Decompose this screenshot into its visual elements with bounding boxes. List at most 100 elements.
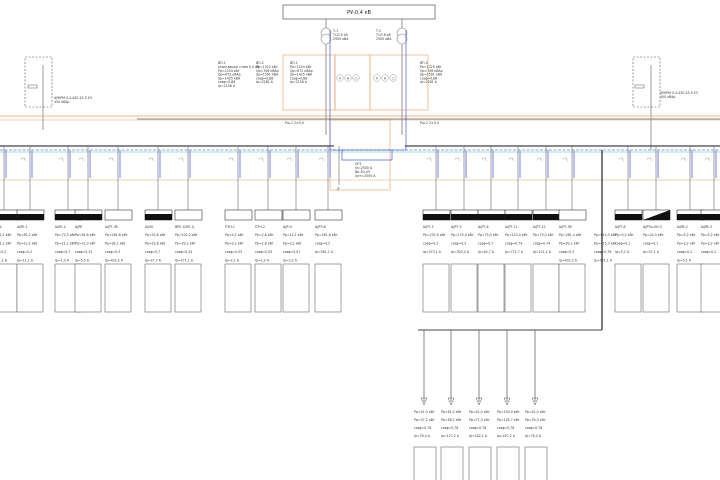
panel-param: Рр=110,0 кВт — [505, 233, 528, 237]
panel-fill — [0, 214, 18, 220]
panel-param: Рр=170,0 кВт — [451, 233, 474, 237]
panel-param: Iр=2,1 А — [225, 259, 240, 263]
panel-param: Iр=303,2 А — [451, 250, 470, 254]
info-block-name: ВП-1 — [290, 61, 298, 65]
panel-param: Iр=721,1 А — [594, 259, 613, 263]
panel-name: ЩРВ-2 — [677, 225, 688, 229]
capacitor-label: АУКРМ 0,4-450-25-5 У3 — [54, 96, 92, 100]
panel-param: cosφ=0,7 — [55, 250, 70, 254]
breaker-icon: ⌐╲ — [59, 157, 65, 161]
panel-param: Рр=3,2 кВт — [283, 242, 302, 246]
meter-icon — [336, 74, 344, 82]
panel-param: cosφ=0,3 — [559, 250, 574, 254]
breaker-icon: ⌐╲ — [455, 157, 461, 161]
panel-param: Рр=22,8 кВт — [145, 242, 166, 246]
panel-param: Iр=5,2 А — [615, 250, 630, 254]
load-box — [504, 263, 532, 313]
meters-cabinet — [334, 54, 371, 111]
panel-fill — [533, 214, 560, 220]
panel-name: ЩРТ-12 — [533, 225, 546, 229]
info-block-line: Iр=2281 А — [256, 80, 274, 84]
load-box — [477, 263, 505, 313]
panel-fill — [478, 214, 505, 220]
panel-param: cosφ=0,3 — [105, 250, 120, 254]
meter-label: A — [347, 76, 350, 80]
sub-feeder-param: Рр=71,3 кВт — [469, 418, 490, 422]
panel-fill — [55, 214, 82, 220]
panel-name: ЩРТ-6 — [478, 225, 489, 229]
meter-icon — [389, 74, 397, 82]
panel-param: Iр=402,2 А — [105, 259, 124, 263]
panel-param: Iр=771,7 А — [505, 250, 524, 254]
panel-param: Рр=2,2 кВт — [225, 242, 244, 246]
title-text: РУ-0,4 кВ — [347, 10, 371, 16]
panel-param: Iр=121,1 А — [533, 250, 552, 254]
panel-param: cosφ=0,07 — [283, 250, 300, 254]
panel-box — [104, 209, 133, 221]
panel-param: Рр=92,1 кВт — [559, 242, 580, 246]
load-box — [524, 446, 548, 480]
load-box — [174, 263, 202, 313]
panel-param: cosφ=0,1 — [615, 242, 630, 246]
transformer-name: Т-1 — [332, 29, 338, 33]
sub-feeder-param: cosφ=0,76 — [469, 426, 486, 430]
panel-param: Iр=1,0 А — [55, 259, 70, 263]
info-block-line: Рр=1325 кВт — [420, 65, 442, 69]
info-block-line: cosφ=0,88 — [420, 76, 437, 80]
load-box — [642, 263, 670, 313]
sectional-line: Iн=2500 А — [355, 166, 373, 170]
load-box — [700, 263, 720, 313]
panel-fill — [615, 214, 642, 220]
panel-param: Рр=261,4 кВт — [559, 233, 582, 237]
load-box — [468, 446, 492, 480]
panel-param: Рр=52,8 кВт — [145, 233, 166, 237]
sub-feeder-param: cosφ=0,76 — [525, 426, 542, 430]
ground-icon: ⏚ — [336, 186, 340, 191]
panel-box — [224, 209, 253, 221]
info-block-line: Sр=1425 кВА — [290, 73, 313, 77]
panel-param: Iр=57,1 А — [643, 250, 660, 254]
panel-param: Iр=561,1 А — [315, 250, 334, 254]
sub-feeder-param: Iр=182,1 А — [469, 434, 488, 438]
panel-param: cosφ=0,3 — [451, 242, 466, 246]
panel-param: cosφ=0,1 — [643, 242, 658, 246]
sub-feeder-param: Iр=76,2 А — [525, 434, 542, 438]
panel-param: Рр=61,6 кВт — [75, 233, 96, 237]
info-block-line: Рр=1254 кВт — [290, 65, 312, 69]
panel-name: ЩРЕ-4 — [55, 225, 66, 229]
info-block-line: Qр=672 кВАр — [218, 73, 241, 77]
load-box — [676, 263, 704, 313]
sectional-line: Iуст=2500 А — [355, 174, 376, 178]
load-box — [614, 263, 642, 313]
breaker-icon: ⌐╲ — [149, 157, 155, 161]
panel-param: Рр=5,2 кВт — [701, 233, 720, 237]
arrow-icon — [447, 397, 455, 406]
panel-param: cosφ=0,3 — [423, 242, 438, 246]
panel-name: ПТН-1 — [225, 225, 235, 229]
panel-param: Рр=72,3 кВт — [55, 233, 76, 237]
transformer-t2: Т-2 ТСЛ 6 кВ 2500 кВА — [375, 19, 408, 135]
load-box — [422, 263, 450, 313]
panel-param: cosφ=0,2 — [701, 250, 716, 254]
panel-param: cosφ=0,25 — [175, 250, 192, 254]
load-box — [558, 263, 586, 313]
panel-param: Рр=12,1 кВт — [283, 233, 304, 237]
panel-param: Рр=12,2 кВт — [17, 242, 38, 246]
panel-param: Iр=2,2 А — [255, 259, 270, 263]
arrow-icon — [420, 397, 428, 406]
panel-name: ЩРТ-3 — [423, 225, 434, 229]
sub-feeder-param: Рр=61,0 кВт — [441, 410, 462, 414]
panel-param: cosφ=0,2 — [0, 250, 6, 254]
info-block-line: Qр=672 кВАр — [290, 69, 313, 73]
